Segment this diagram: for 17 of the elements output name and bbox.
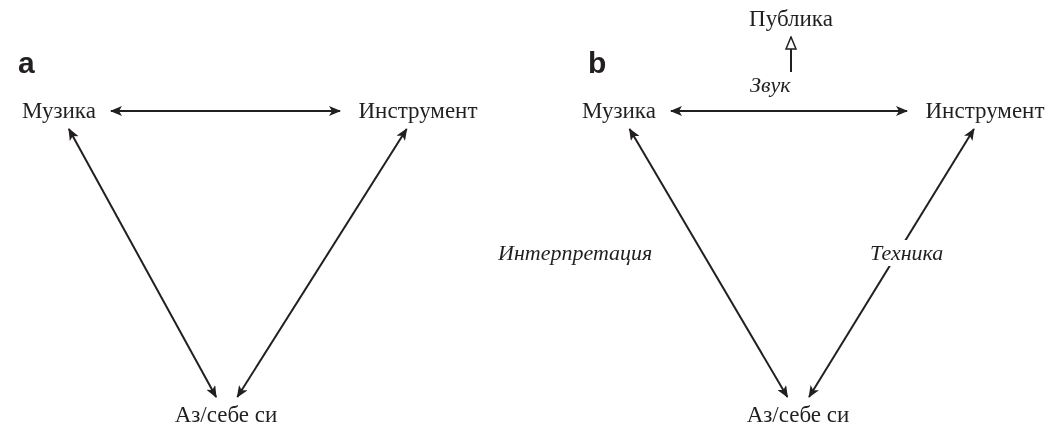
node-label: Инструмент — [343, 96, 493, 126]
arrow — [785, 36, 797, 73]
arrow — [67, 128, 218, 398]
panel-letter: a — [18, 46, 35, 80]
node-label: Аз/себе си — [158, 400, 294, 430]
arrow — [236, 128, 408, 398]
panel-letter: b — [588, 46, 607, 80]
node-label: Публика — [743, 4, 839, 34]
arrow — [808, 128, 975, 398]
node-label: Музика — [570, 96, 668, 126]
arrow — [628, 128, 789, 398]
arrow — [670, 106, 908, 116]
node-label: Аз/себе си — [730, 400, 866, 430]
node-label: Инструмент — [910, 96, 1060, 126]
edge-label: Техника — [868, 240, 946, 266]
arrow — [110, 106, 341, 116]
node-label: Музика — [10, 96, 108, 126]
